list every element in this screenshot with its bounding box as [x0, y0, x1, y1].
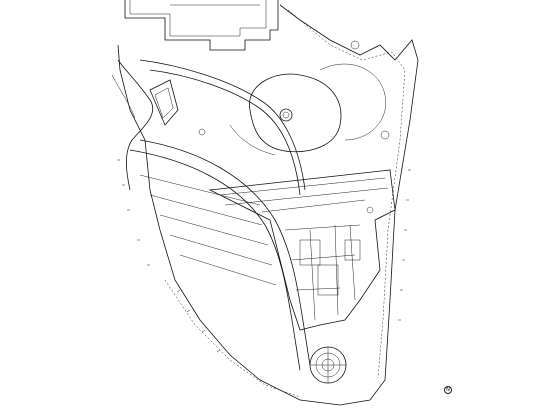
central-lawn	[229, 63, 387, 156]
dimension-markers	[117, 159, 411, 353]
north-marker: N	[444, 386, 452, 394]
tree-icon	[350, 40, 360, 50]
west-edge	[111, 59, 306, 196]
tree-icon	[366, 206, 374, 214]
fountain-icon	[279, 108, 293, 122]
main-road	[129, 139, 311, 371]
tree-icon	[198, 128, 206, 136]
tree-icon	[380, 130, 390, 140]
site-boundary	[117, 4, 419, 406]
entry-structure	[149, 79, 179, 126]
tree-icon-group	[198, 40, 390, 214]
north-arrow-icon: N	[440, 386, 456, 412]
main-building	[208, 169, 396, 331]
existing-building	[124, 0, 279, 51]
south-plaza	[309, 346, 347, 384]
